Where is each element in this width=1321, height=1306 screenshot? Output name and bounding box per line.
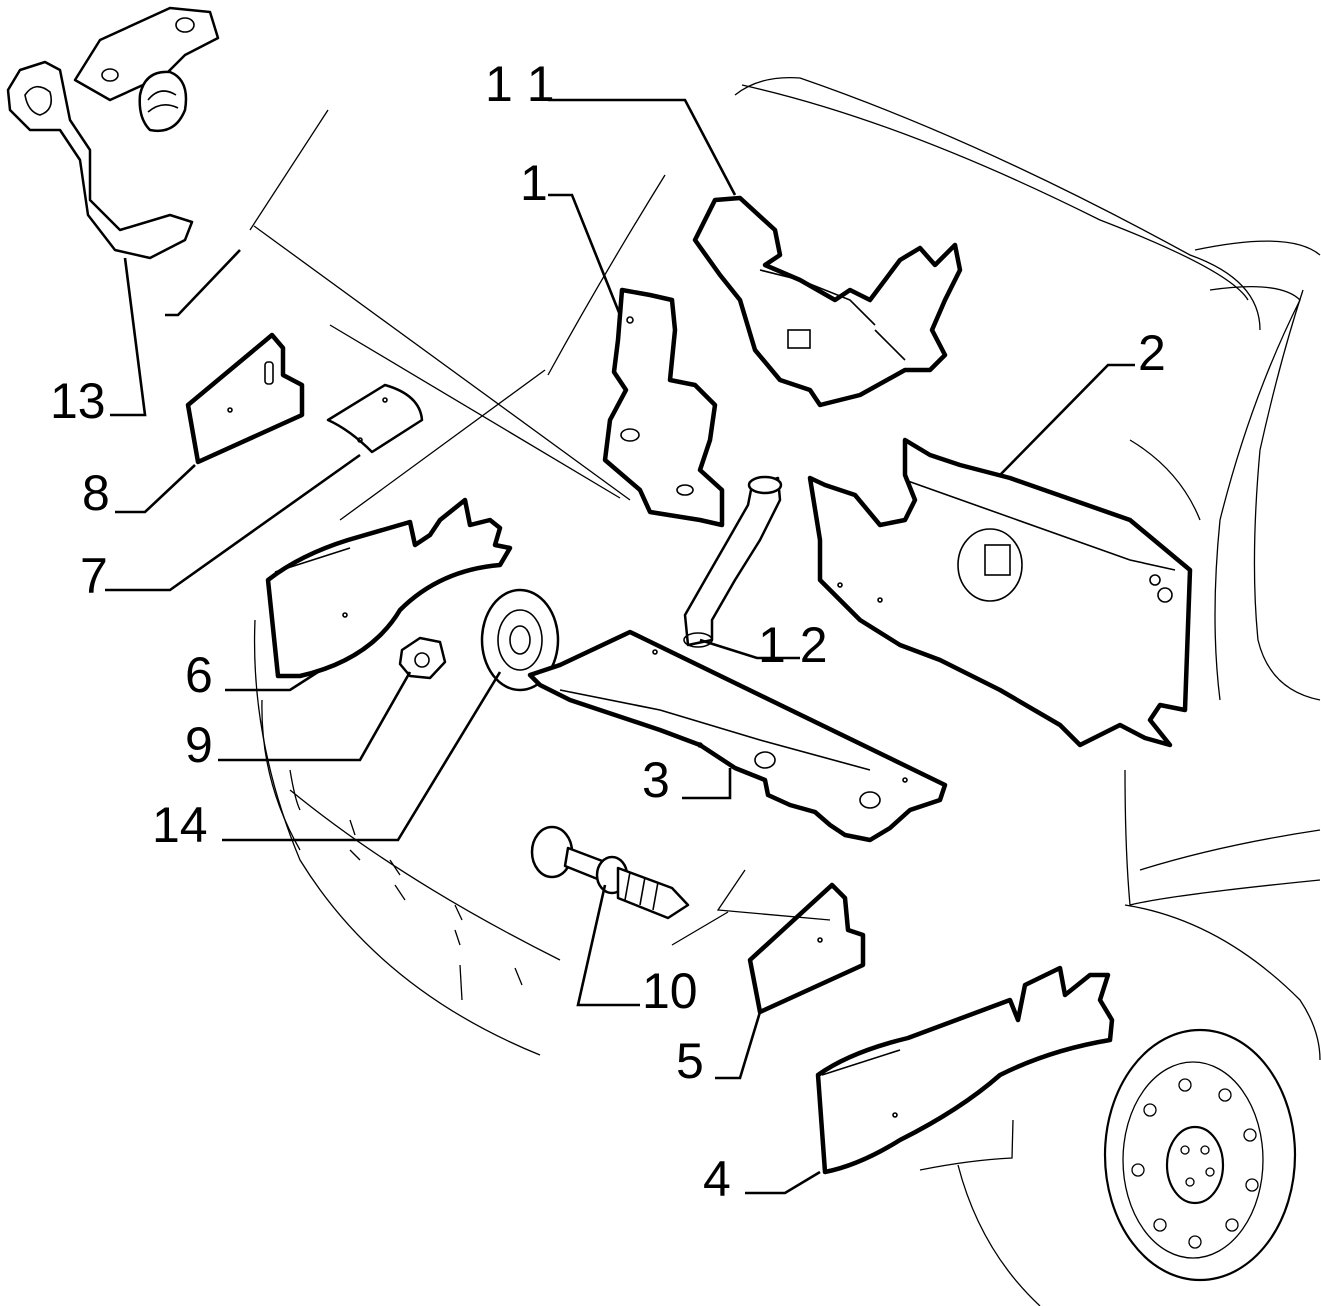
callout-13: 13 <box>50 373 106 429</box>
leader-lines <box>105 98 1135 1195</box>
callout-9: 9 <box>185 717 213 773</box>
callout-3: 3 <box>642 752 670 808</box>
callout-4: 4 <box>703 1151 731 1207</box>
callout-7: 7 <box>80 548 108 604</box>
part-5-angle-plate <box>671 869 866 1015</box>
part-1-vertical-panel <box>602 287 725 528</box>
leader-13 <box>110 257 147 417</box>
part-6-large-panel <box>265 497 513 679</box>
leader-10 <box>576 884 640 1007</box>
part-12-hose <box>683 475 783 648</box>
callout-12: 1 2 <box>758 617 828 673</box>
part-13-hinge-bracket <box>6 6 220 260</box>
leader-7 <box>105 453 361 592</box>
part-7-curved-plate <box>326 383 424 454</box>
callout-14: 14 <box>152 797 208 853</box>
part-4-lower-right-panel <box>815 965 1115 1175</box>
car-body-outline <box>249 76 1321 1306</box>
callout-2: 2 <box>1138 325 1166 381</box>
part-8-angle-plate <box>185 332 305 465</box>
callout-labels: 1 1 1 2 13 8 7 1 2 6 9 3 14 10 5 4 <box>50 56 1166 1207</box>
callout-8: 8 <box>82 465 110 521</box>
wheel <box>1103 1028 1297 1282</box>
leader-14 <box>222 671 502 842</box>
leader-9 <box>218 671 412 762</box>
part-2-right-panel <box>807 437 1193 748</box>
callout-6: 6 <box>185 647 213 703</box>
leader-12 <box>699 638 800 660</box>
leader-5 <box>715 1011 762 1080</box>
leader-1 <box>548 193 622 316</box>
part-9-nut <box>398 636 447 680</box>
leader-11 <box>548 98 737 196</box>
leader-6 <box>225 670 319 692</box>
part-11-upper-bracket <box>692 195 963 408</box>
leader-4 <box>745 1170 821 1195</box>
part-14-grommet <box>480 588 560 692</box>
part-3-lower-panel <box>527 629 948 843</box>
part-10-push-fastener <box>530 825 690 920</box>
callout-1: 1 <box>520 155 548 211</box>
leader-2 <box>999 363 1135 476</box>
callout-11: 1 1 <box>485 56 555 112</box>
callout-10: 10 <box>642 963 698 1019</box>
leader-3 <box>682 768 732 800</box>
callout-5: 5 <box>676 1033 704 1089</box>
leader-8 <box>115 464 196 514</box>
